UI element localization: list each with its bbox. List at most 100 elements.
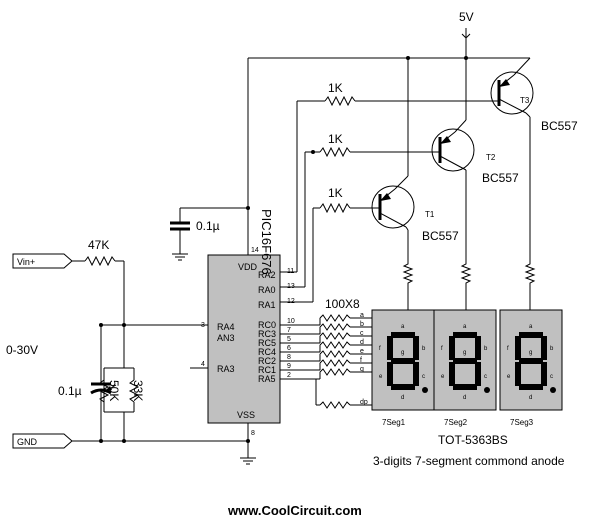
- pinnum-ra1: 12: [287, 298, 295, 305]
- r-base1-label: 1K: [328, 186, 343, 200]
- pinnum-rc2: 8: [287, 354, 291, 361]
- segment-label-f: f: [360, 357, 362, 364]
- digit-letter-e: e: [379, 374, 383, 380]
- digit-letter-f: f: [379, 346, 381, 352]
- pin-ra1: RA1: [258, 300, 276, 310]
- pin-rc5: RC5: [258, 338, 276, 348]
- segment-label-c: c: [360, 330, 364, 337]
- pin-ra4: RA4: [217, 322, 235, 332]
- capacitor-supply: 0.1µ: [170, 208, 220, 261]
- input-range: 0-30V: [6, 343, 38, 357]
- input-section: Vin+ 47K 0-30V 0.1µ 50K 33K GN: [6, 238, 250, 449]
- pinnum-rc0: 10: [287, 318, 295, 325]
- website: www.CoolCircuit.com: [227, 503, 362, 518]
- collector-resistors: [402, 262, 536, 310]
- pin-ra2: RA2: [258, 270, 276, 280]
- digit-letter-f: f: [507, 346, 509, 352]
- digit-letter-b: b: [550, 346, 554, 352]
- pin-rc2: RC2: [258, 356, 276, 366]
- digit-letter-c: c: [484, 374, 487, 380]
- pin-vdd: VDD: [238, 262, 258, 272]
- digit-letter-a: a: [529, 324, 533, 330]
- transistor-t3: T3 BC557: [490, 57, 578, 262]
- supply-rail: 5V: [180, 10, 530, 255]
- pinnum-ra3: 4: [201, 361, 205, 368]
- pin-ra3: RA3: [217, 364, 235, 374]
- r-base2-label: 1K: [328, 132, 343, 146]
- segment-label-a: a: [360, 312, 364, 319]
- digit-letter-b: b: [422, 346, 426, 352]
- digit-letter-f: f: [441, 346, 443, 352]
- pinnum-ra0: 13: [287, 283, 295, 290]
- t2-part: BC557: [482, 171, 519, 185]
- segment-label-dp: dp: [360, 399, 368, 406]
- display-1: a b c d e f g 7Seg1: [371, 309, 435, 427]
- mcu-part: PIC16F676: [259, 209, 274, 275]
- pin-rc3: RC3: [258, 329, 276, 339]
- pinnum-rc3: 7: [287, 327, 291, 334]
- capacitor-input-label: 0.1µ: [58, 384, 82, 398]
- t3-ref: T3: [520, 96, 530, 105]
- display-3: a b c d e f g 7Seg3: [499, 309, 563, 427]
- gnd-port: [12, 433, 73, 449]
- pin-vss: VSS: [237, 410, 255, 420]
- digit-letter-b: b: [484, 346, 488, 352]
- display-label-2: 7Seg2: [444, 418, 468, 427]
- display-label-3: 7Seg3: [510, 418, 534, 427]
- pinnum-vdd: 14: [251, 247, 259, 254]
- digit-letter-e: e: [441, 374, 445, 380]
- display-part: TOT-5363BS: [438, 433, 508, 447]
- digit-letter-c: c: [422, 374, 425, 380]
- digit-letter-c: c: [550, 374, 553, 380]
- pot-label: 50K: [107, 380, 121, 401]
- segment-label-e: e: [360, 348, 364, 355]
- t2-ref: T2: [486, 153, 496, 162]
- transistor-t1: T1 BC557: [371, 58, 459, 262]
- digit-letter-e: e: [507, 374, 511, 380]
- r-array-label: 100X8: [325, 297, 360, 311]
- supply-label: 5V: [459, 10, 474, 24]
- pinnum-rc4: 6: [287, 345, 291, 352]
- transistor-t2: T2 BC557: [431, 38, 519, 262]
- digit-letter-g: g: [401, 350, 404, 356]
- pinnum-ra2: 11: [287, 268, 294, 275]
- pinnum-vss: 8: [251, 430, 255, 437]
- t3-part: BC557: [541, 119, 578, 133]
- digit-letter-g: g: [529, 350, 532, 356]
- pin-rc1: RC1: [258, 365, 276, 375]
- pinnum-rc1: 9: [287, 363, 291, 370]
- r-base3-label: 1K: [328, 81, 343, 95]
- pin-ra0: RA0: [258, 285, 276, 295]
- t1-part: BC557: [422, 229, 459, 243]
- r-input-label: 47K: [88, 238, 109, 252]
- digit-letter-d: d: [529, 395, 532, 401]
- pinnum-ra5: 2: [287, 372, 291, 379]
- vin-port: [12, 253, 73, 269]
- base-resistors: 1K 1K 1K: [280, 81, 499, 303]
- pin-rc0: RC0: [258, 320, 276, 330]
- digit-letter-g: g: [463, 350, 466, 356]
- r-divider-label: 33K: [131, 380, 145, 401]
- display-label-1: 7Seg1: [382, 418, 406, 427]
- gnd-label: GND: [17, 437, 38, 447]
- pin-rc4: RC4: [258, 347, 276, 357]
- vin-label: Vin+: [17, 257, 35, 267]
- segment-label-g: g: [360, 366, 364, 373]
- segment-label-d: d: [360, 339, 364, 346]
- capacitor-supply-label: 0.1µ: [196, 219, 220, 233]
- t1-ref: T1: [425, 210, 435, 219]
- display-desc: 3-digits 7-segment commond anode: [373, 454, 565, 468]
- digit-letter-a: a: [463, 324, 467, 330]
- digit-letter-a: a: [401, 324, 405, 330]
- pin-ra5: RA5: [258, 374, 276, 384]
- segment-label-b: b: [360, 321, 364, 328]
- pin-an3: AN3: [217, 333, 235, 343]
- digit-letter-d: d: [401, 395, 404, 401]
